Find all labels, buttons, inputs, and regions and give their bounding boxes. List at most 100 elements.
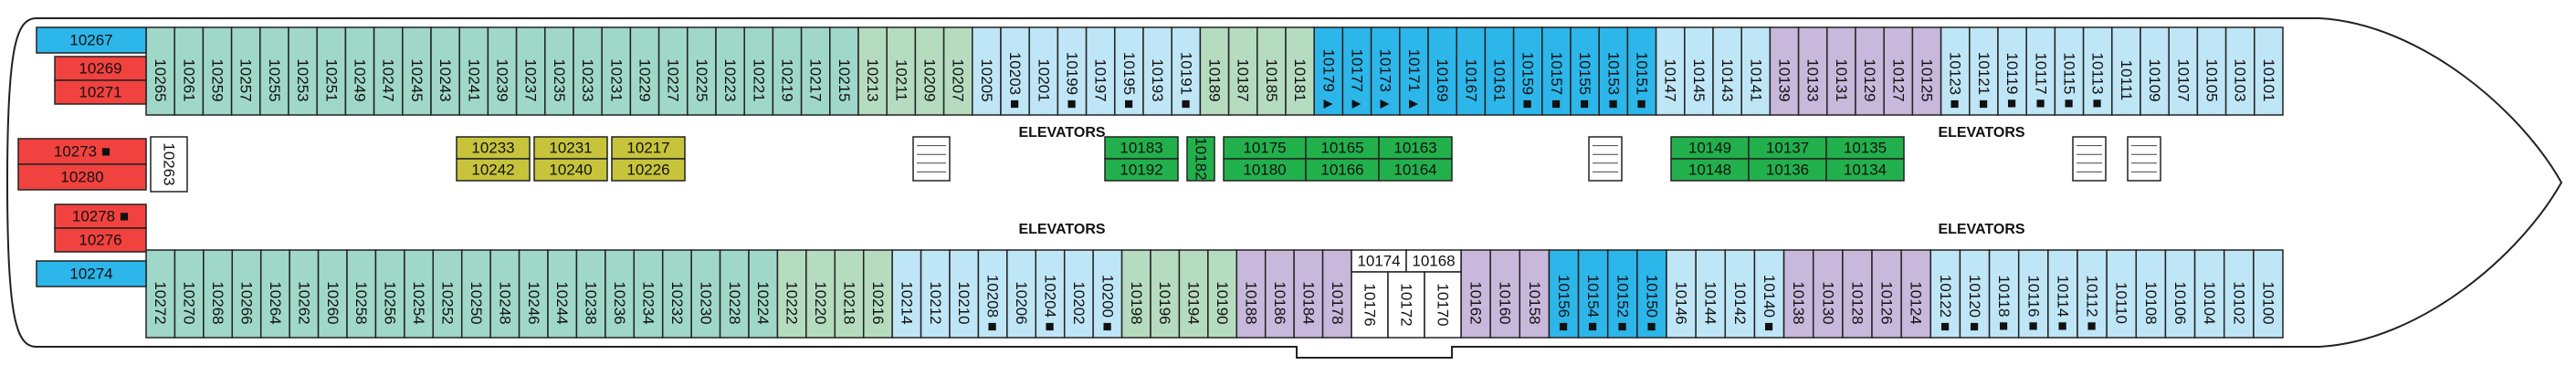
cabin-10229 xyxy=(629,26,660,116)
cabin-label: 10231 xyxy=(549,140,592,157)
cabin-10108 xyxy=(2135,249,2167,339)
cabin-label: 10165 xyxy=(1320,140,1363,157)
cabin-label: 10200 ■ xyxy=(1099,275,1116,331)
cabin-label: 10271 xyxy=(79,84,121,101)
cabin-label: 10139 xyxy=(1776,58,1793,101)
stairs-fwd-2 xyxy=(2127,136,2161,182)
cabin-10208 xyxy=(977,249,1008,339)
cabin-10173 xyxy=(1370,26,1401,116)
cabin-label: 10263 xyxy=(161,142,178,185)
cabin-10180 xyxy=(1223,158,1307,182)
cabin-label: 10261 xyxy=(180,58,197,101)
cabin-label: 10153 ■ xyxy=(1604,52,1622,109)
cabin-10188 xyxy=(1235,249,1267,339)
cabin-10233 xyxy=(573,26,603,116)
cabin-10219 xyxy=(772,26,803,116)
cabin-10187 xyxy=(1227,26,1258,116)
cabin-label: 10116 ■ xyxy=(2024,275,2042,330)
cabin-10178 xyxy=(1321,249,1352,339)
cabin-label: 10258 xyxy=(352,281,370,324)
cabin-10270 xyxy=(173,249,205,339)
cabin-label: 10170 xyxy=(1435,283,1452,326)
cabin-10134 xyxy=(1825,158,1905,182)
cabin-label: 10250 xyxy=(468,281,485,324)
cabin-label: 10115 ■ xyxy=(2061,52,2078,108)
cabin-label: 10177 ▲ xyxy=(1349,49,1366,112)
cabin-10241 xyxy=(458,26,489,116)
cabin-10260 xyxy=(317,249,348,339)
cabin-label: 10249 xyxy=(352,58,369,101)
cabin-label: 10190 xyxy=(1214,281,1231,324)
cabin-10128 xyxy=(1842,249,1873,339)
cabin-label: 10257 xyxy=(237,58,255,101)
cabin-10184 xyxy=(1293,249,1324,339)
cabin-label: 10133 xyxy=(1804,58,1822,101)
cabin-10220 xyxy=(805,249,836,339)
cabin-10107 xyxy=(2168,26,2199,116)
cabin-label: 10230 xyxy=(697,281,714,324)
cabin-10110 xyxy=(2106,249,2138,339)
cabin-10109 xyxy=(2140,26,2170,116)
cabin-label: 10226 xyxy=(626,162,669,179)
cabin-label: 10259 xyxy=(209,58,226,101)
cabin-label: 10107 xyxy=(2174,58,2192,101)
cabin-label: 10251 xyxy=(322,58,340,101)
cabin-label: 10212 xyxy=(927,281,944,324)
cabin-label: 10201 xyxy=(1035,58,1052,101)
cabin-label: 10123 ■ xyxy=(1947,52,1964,109)
cabin-10116 xyxy=(2017,249,2049,339)
cabin-label: 10122 ■ xyxy=(1937,275,1954,331)
cabin-10118 xyxy=(1988,249,2020,339)
cabin-10215 xyxy=(829,26,859,116)
cabin-label: 10179 ▲ xyxy=(1320,49,1337,112)
cabin-10209 xyxy=(914,26,945,116)
cabin-label: 10108 xyxy=(2142,281,2160,324)
cabin-label: 10134 xyxy=(1844,162,1887,179)
cabin-label: 10156 ■ xyxy=(1555,275,1572,331)
cabin-label: 10121 ■ xyxy=(1975,52,1992,109)
cabin-label: 10111 xyxy=(2118,60,2135,101)
cabin-10113 xyxy=(2082,26,2113,116)
cabin-10142 xyxy=(1724,249,1756,339)
cabin-10251 xyxy=(316,26,347,116)
cabin-label: 10203 ■ xyxy=(1006,52,1024,109)
cabin-label: 10253 xyxy=(294,58,311,101)
cabin-label: 10235 xyxy=(551,58,568,101)
cabin-10203 xyxy=(1000,26,1030,116)
cabin-label: 10136 xyxy=(1766,162,1809,179)
cabin-10258 xyxy=(346,249,377,339)
cabin-label: 10217 xyxy=(626,140,669,157)
labels-layer: ELEVATORS ELEVATORS ELEVATORS ELEVATORS xyxy=(1018,125,2024,237)
cabin-label: 10210 xyxy=(955,281,973,324)
cabin-10125 xyxy=(1911,26,1942,116)
cabin-10200 xyxy=(1092,249,1123,339)
cabin-10165 xyxy=(1305,136,1380,160)
cabin-label: 10193 xyxy=(1149,58,1166,101)
cabin-label: 10140 ■ xyxy=(1761,275,1778,331)
cabin-label: 10104 xyxy=(2201,281,2218,324)
cabin-label: 10237 xyxy=(522,58,540,101)
cabin-label: 10125 xyxy=(1919,58,1936,101)
cabin-10185 xyxy=(1256,26,1287,116)
stairs-mid xyxy=(1588,136,1623,182)
cabin-label: 10176 xyxy=(1362,283,1379,326)
cabin-label: 10260 xyxy=(324,281,342,324)
cabin-10253 xyxy=(288,26,318,116)
cabin-10198 xyxy=(1120,249,1151,339)
cabin-10174 xyxy=(1351,249,1407,273)
cabin-10115 xyxy=(2054,26,2085,116)
cabin-label: 10101 xyxy=(2260,58,2277,101)
cabin-10160 xyxy=(1489,249,1521,339)
cabin-label: 10224 xyxy=(754,281,772,324)
cabin-10175 xyxy=(1223,136,1307,160)
cabin-label: 10102 xyxy=(2230,281,2247,324)
cabin-label: 10215 xyxy=(836,58,853,101)
cabin-10274 xyxy=(36,260,147,287)
cabin-10183 xyxy=(1104,136,1179,160)
cabin-label: 10196 xyxy=(1156,281,1173,324)
cabin-label: 10269 xyxy=(79,60,121,78)
cabin-10243 xyxy=(430,26,460,116)
cabin-label: 10252 xyxy=(439,281,457,324)
cabin-label: 10144 xyxy=(1702,281,1719,324)
cabin-10246 xyxy=(518,249,549,339)
